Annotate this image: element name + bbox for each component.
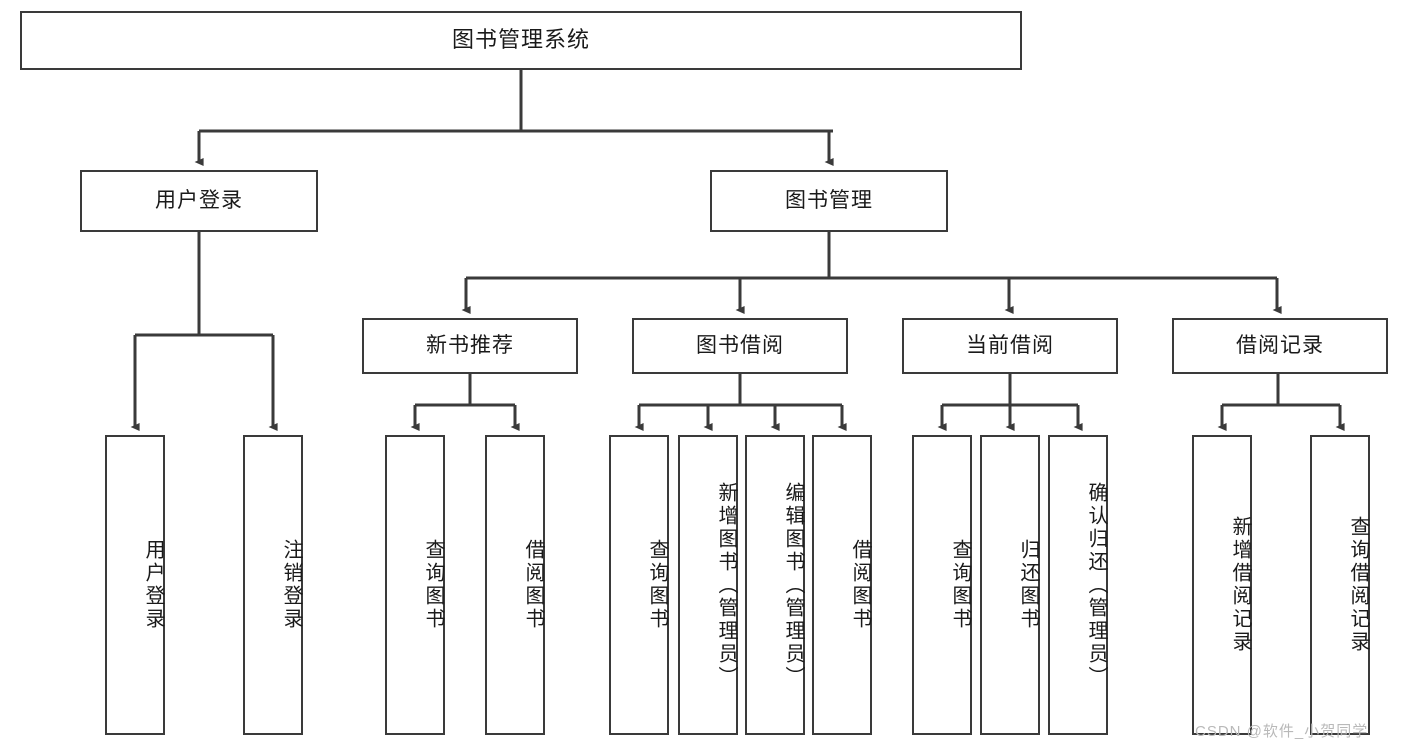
- node-current-borrow[interactable]: 当前借阅: [902, 318, 1118, 374]
- node-label: 查询图书: [949, 539, 971, 631]
- node-label: 查询图书: [646, 539, 668, 631]
- node-label: 新书推荐: [426, 334, 514, 358]
- node-label: 查询借阅记录: [1347, 516, 1369, 654]
- node-label: 图书借阅: [696, 334, 784, 358]
- leaf-logout-login[interactable]: 注销登录: [243, 435, 303, 735]
- node-label: 新增图书（管理员）: [715, 481, 737, 689]
- leaf-add-borrow-record[interactable]: 新增借阅记录: [1192, 435, 1252, 735]
- leaf-borrow-book[interactable]: 借阅图书: [812, 435, 872, 735]
- node-label: 借阅记录: [1236, 334, 1324, 358]
- leaf-borrow-book-recommend[interactable]: 借阅图书: [485, 435, 545, 735]
- node-label: 新增借阅记录: [1229, 516, 1251, 654]
- node-label: 用户登录: [155, 189, 243, 213]
- node-label: 查询图书: [422, 539, 444, 631]
- leaf-query-book-borrow[interactable]: 查询图书: [609, 435, 669, 735]
- node-label: 借阅图书: [522, 539, 544, 631]
- node-user-login[interactable]: 用户登录: [80, 170, 318, 232]
- leaf-user-login[interactable]: 用户登录: [105, 435, 165, 735]
- node-borrow-record[interactable]: 借阅记录: [1172, 318, 1388, 374]
- leaf-query-book-recommend[interactable]: 查询图书: [385, 435, 445, 735]
- node-book-management[interactable]: 图书管理: [710, 170, 948, 232]
- node-label: 当前借阅: [966, 334, 1054, 358]
- node-label: 图书管理系统: [451, 27, 590, 53]
- node-book-borrow[interactable]: 图书借阅: [632, 318, 848, 374]
- leaf-query-book-current[interactable]: 查询图书: [912, 435, 972, 735]
- node-label: 注销登录: [280, 539, 302, 631]
- node-label: 借阅图书: [849, 539, 871, 631]
- leaf-return-book[interactable]: 归还图书: [980, 435, 1040, 735]
- node-label: 确认归还（管理员）: [1085, 481, 1107, 689]
- leaf-edit-book-admin[interactable]: 编辑图书（管理员）: [745, 435, 805, 735]
- node-label: 编辑图书（管理员）: [782, 481, 804, 689]
- leaf-add-book-admin[interactable]: 新增图书（管理员）: [678, 435, 738, 735]
- node-root-book-management-system[interactable]: 图书管理系统: [20, 11, 1022, 70]
- node-label: 用户登录: [142, 539, 164, 631]
- node-new-book-recommend[interactable]: 新书推荐: [362, 318, 578, 374]
- node-label: 图书管理: [785, 189, 873, 213]
- node-label: 归还图书: [1017, 539, 1039, 631]
- watermark: CSDN @软件_小贺同学: [1195, 723, 1369, 740]
- leaf-query-borrow-record[interactable]: 查询借阅记录: [1310, 435, 1370, 735]
- leaf-confirm-return-admin[interactable]: 确认归还（管理员）: [1048, 435, 1108, 735]
